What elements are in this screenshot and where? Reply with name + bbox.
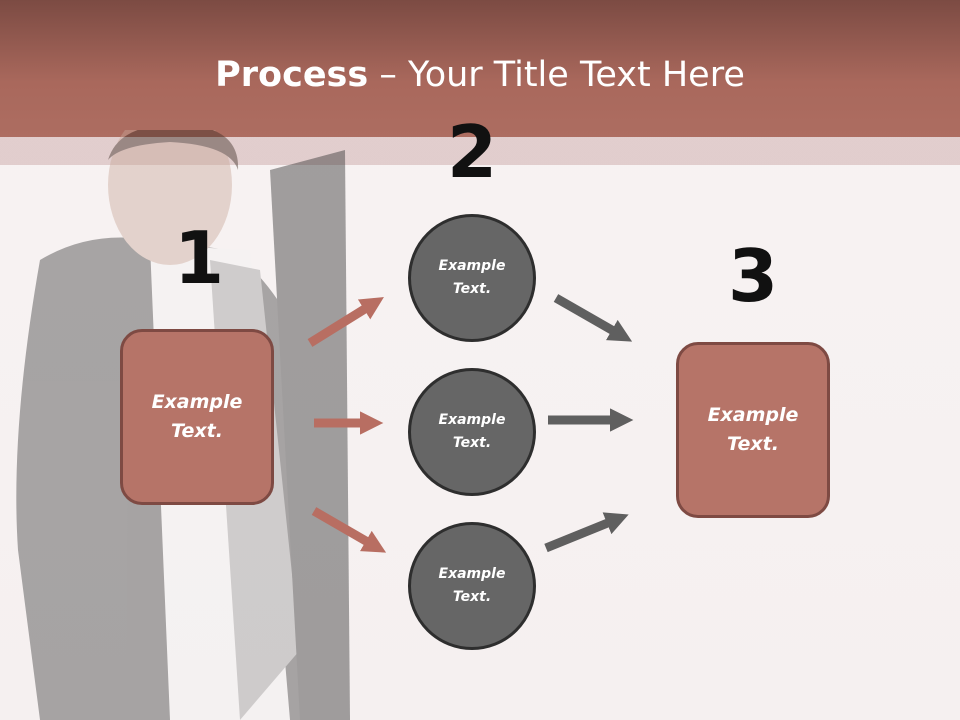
step-2-circle-2: Example Text. xyxy=(408,368,536,496)
title-rest: – Your Title Text Here xyxy=(368,55,745,95)
title-bold: Process xyxy=(215,55,369,95)
arrow-1-to-2c xyxy=(311,507,387,553)
step-2-circle-2-text: Example Text. xyxy=(438,412,506,451)
step-3-text: Example Text. xyxy=(707,404,799,455)
title-bar-shadow xyxy=(0,137,960,165)
step-2-circle-1: Example Text. xyxy=(408,214,536,342)
step-2-circle-1-text: Example Text. xyxy=(438,258,506,297)
title-bar xyxy=(0,0,960,137)
step-1-number: 1 xyxy=(173,216,225,300)
step-2-circle-3-text: Example Text. xyxy=(438,566,506,605)
step-2-circle-3: Example Text. xyxy=(408,522,536,650)
step-1-text: Example Text. xyxy=(151,391,243,442)
arrow-1-to-2a xyxy=(307,297,384,347)
step-3-number: 3 xyxy=(727,234,779,318)
slide-title: Process – Your Title Text Here xyxy=(0,52,960,98)
arrow-2c-to-3 xyxy=(544,512,629,553)
step-2-number: 2 xyxy=(446,110,498,194)
arrow-2a-to-3 xyxy=(553,294,633,342)
step-3-box: Example Text. xyxy=(676,342,830,518)
step-1-box: Example Text. xyxy=(120,329,274,505)
